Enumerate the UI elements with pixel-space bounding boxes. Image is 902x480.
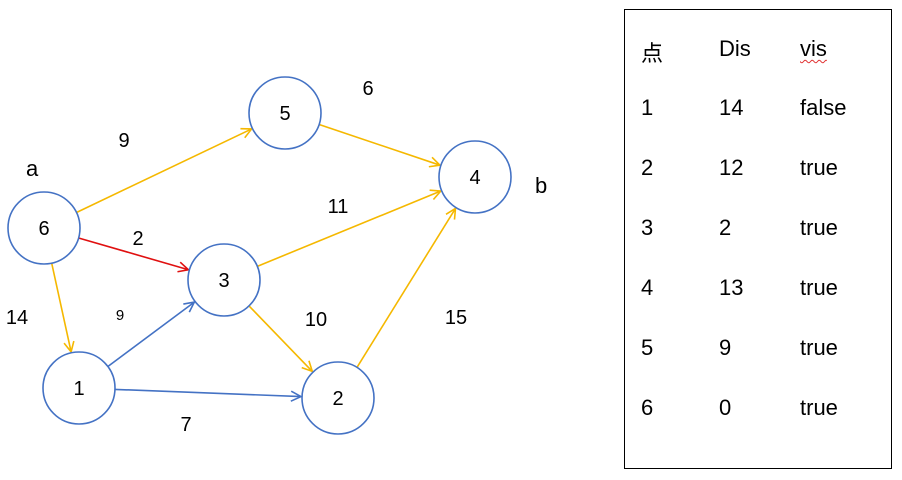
table-row: 4 13 true — [625, 275, 891, 305]
row-node: 6 — [641, 395, 654, 420]
row-dis: 13 — [719, 275, 744, 300]
row-vis: true — [800, 215, 838, 240]
edge-weight-6-5: 9 — [118, 130, 129, 152]
edge-weight-1-3: 9 — [116, 307, 124, 324]
row-dis: 0 — [719, 395, 732, 420]
node-label-4: 4 — [469, 167, 480, 189]
row-dis: 9 — [719, 335, 732, 360]
node-6 — [7, 191, 81, 265]
edge-3-2 — [248, 305, 312, 371]
row-node: 5 — [641, 335, 654, 360]
edge-6-1 — [50, 262, 71, 352]
row-dis: 12 — [719, 155, 744, 180]
row-vis: true — [800, 155, 838, 180]
distance-table: 点 Dis vis 1 14 false 2 12 true 3 2 true … — [624, 9, 892, 469]
row-node: 2 — [641, 155, 654, 180]
edge-weight-3-2: 10 — [305, 309, 327, 331]
row-node: 1 — [641, 95, 654, 120]
edge-1-2 — [114, 388, 301, 396]
header-dis: Dis — [719, 36, 751, 61]
table-row: 1 14 false — [625, 95, 891, 125]
node-label-1: 1 — [73, 378, 84, 400]
end-node-label: b — [535, 173, 547, 198]
header-vis: vis — [800, 36, 827, 61]
edge-3-4 — [257, 191, 440, 268]
row-node: 3 — [641, 215, 654, 240]
edge-6-5 — [76, 129, 251, 214]
table-row: 5 9 true — [625, 335, 891, 365]
node-1 — [42, 351, 116, 425]
table-header-row: 点 Dis vis — [625, 36, 891, 66]
edge-weight-1-2: 7 — [180, 414, 191, 436]
edge-weight-3-4: 11 — [328, 196, 349, 218]
node-label-5: 5 — [279, 103, 290, 125]
node-5 — [248, 76, 322, 150]
start-node-label: a — [26, 156, 39, 181]
edge-weight-2-4: 15 — [445, 307, 467, 329]
row-node: 4 — [641, 275, 654, 300]
nodes-layer: 6 5 4 3 1 2 — [7, 76, 512, 435]
edge-2-4 — [356, 208, 456, 368]
table-row: 3 2 true — [625, 215, 891, 245]
edge-weight-6-3: 2 — [132, 228, 143, 250]
row-vis: true — [800, 335, 838, 360]
table-row: 2 12 true — [625, 155, 891, 185]
node-label-6: 6 — [38, 218, 49, 240]
edge-weight-6-1: 14 — [6, 307, 28, 329]
row-vis: false — [800, 95, 847, 120]
table-row: 6 0 true — [625, 395, 891, 425]
node-3 — [187, 243, 261, 317]
node-label-2: 2 — [332, 388, 343, 410]
node-label-3: 3 — [218, 270, 229, 292]
edge-6-3 — [78, 237, 189, 270]
row-vis: true — [800, 275, 838, 300]
row-dis: 14 — [719, 95, 744, 120]
row-vis: true — [800, 395, 838, 420]
edge-1-3 — [107, 302, 194, 368]
row-dis: 2 — [719, 215, 732, 240]
header-node: 点 — [641, 41, 664, 66]
edges-layer — [50, 123, 456, 396]
node-2 — [301, 361, 375, 435]
node-4 — [438, 140, 512, 214]
edge-5-4 — [318, 123, 440, 165]
edge-weight-5-4: 6 — [362, 78, 373, 100]
